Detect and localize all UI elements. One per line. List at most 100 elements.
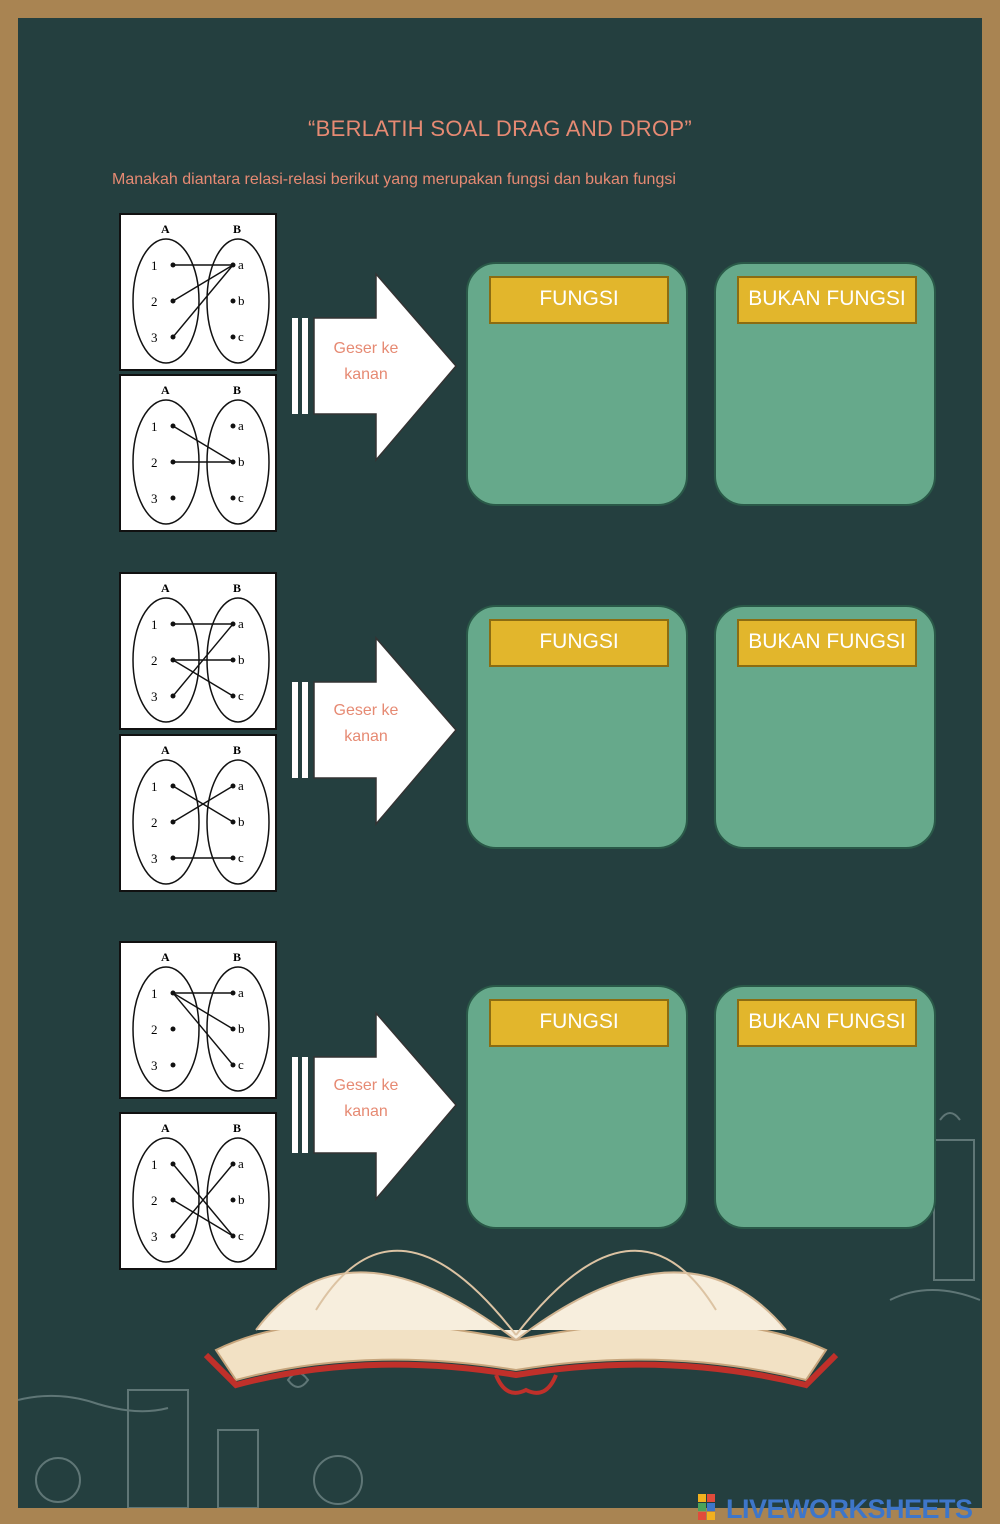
element-dot-b — [230, 423, 236, 429]
set-label-a: A — [161, 743, 170, 757]
element-label-a: 2 — [151, 815, 158, 830]
element-label-b: a — [238, 257, 244, 272]
arrow-diagram: A B 1 2 3 a b c — [132, 383, 270, 525]
element-label-a: 2 — [151, 294, 158, 309]
element-label-b: b — [238, 454, 245, 469]
mapping-line — [172, 1199, 234, 1237]
page-title: “BERLATIH SOAL DRAG AND DROP” — [308, 116, 692, 141]
arrow-label: Geser ke kanan — [318, 1073, 414, 1125]
element-label-a: 2 — [151, 1193, 158, 1208]
set-ellipse-b — [206, 759, 270, 885]
element-label-a: 1 — [151, 1157, 158, 1172]
liveworksheets-icon — [698, 1494, 715, 1520]
element-label-b: c — [238, 490, 244, 505]
set-label-a: A — [161, 1121, 170, 1135]
drop-zone-header: BUKAN FUNGSI — [737, 999, 917, 1047]
open-book-image — [203, 1249, 839, 1395]
mapping-line — [172, 659, 234, 697]
right-arrow-icon — [290, 632, 460, 832]
element-label-b: c — [238, 1228, 244, 1243]
mapping-line — [172, 992, 234, 1030]
set-label-b: B — [233, 383, 241, 397]
set-label-a: A — [161, 383, 170, 397]
element-label-a: 3 — [151, 851, 158, 866]
drop-zone-bukan-fungsi[interactable]: BUKAN FUNGSI — [714, 262, 936, 506]
city-doodle-right — [889, 1112, 981, 1301]
element-label-a: 1 — [151, 258, 158, 273]
set-ellipse-b — [206, 966, 270, 1092]
set-ellipse-a — [132, 238, 200, 364]
right-arrow-icon — [290, 268, 460, 468]
drop-zone-fungsi[interactable]: FUNGSI — [466, 262, 688, 506]
element-label-a: 2 — [151, 653, 158, 668]
set-label-b: B — [233, 1121, 241, 1135]
element-dot-a — [170, 495, 176, 501]
arrow-label-line2: kanan — [344, 366, 388, 383]
set-label-b: B — [233, 222, 241, 236]
element-label-b: b — [238, 814, 245, 829]
element-label-b: a — [238, 985, 244, 1000]
set-ellipse-a — [132, 966, 200, 1092]
arrow-label: Geser ke kanan — [318, 698, 414, 750]
element-label-b: a — [238, 616, 244, 631]
arrow-label-line2: kanan — [344, 728, 388, 745]
drop-zone-fungsi[interactable]: FUNGSI — [466, 985, 688, 1229]
element-label-a: 3 — [151, 491, 158, 506]
arrow-label-line1: Geser ke — [333, 1077, 399, 1094]
drop-zone-header: FUNGSI — [489, 619, 669, 667]
arrow-label-line1: Geser ke — [333, 340, 399, 357]
element-label-b: b — [238, 293, 245, 308]
right-arrow-icon — [290, 1007, 460, 1207]
mapping-line — [172, 425, 234, 463]
set-ellipse-a — [132, 1137, 200, 1263]
element-label-a: 2 — [151, 1022, 158, 1037]
set-label-a: A — [161, 950, 170, 964]
set-label-a: A — [161, 222, 170, 236]
element-dot-b — [230, 495, 236, 501]
element-label-b: a — [238, 778, 244, 793]
instruction-text: Manakah diantara relasi-relasi berikut y… — [112, 171, 676, 188]
drop-zone-header: FUNGSI — [489, 276, 669, 324]
mapping-line — [172, 623, 234, 697]
element-label-b: a — [238, 1156, 244, 1171]
set-label-a: A — [161, 581, 170, 595]
set-label-b: B — [233, 950, 241, 964]
element-label-a: 2 — [151, 455, 158, 470]
mapping-line — [172, 785, 234, 823]
element-label-a: 3 — [151, 1058, 158, 1073]
drop-zone-header: BUKAN FUNGSI — [737, 276, 917, 324]
element-label-a: 3 — [151, 689, 158, 704]
drop-zone-fungsi[interactable]: FUNGSI — [466, 605, 688, 849]
set-ellipse-b — [206, 1137, 270, 1263]
element-label-a: 3 — [151, 1229, 158, 1244]
drop-zone-bukan-fungsi[interactable]: BUKAN FUNGSI — [714, 605, 936, 849]
relation-diagram-card[interactable]: A B 1 2 3 a b c — [119, 374, 277, 532]
arrow-label-line2: kanan — [344, 1103, 388, 1120]
mapping-line — [172, 992, 234, 1066]
mapping-line — [172, 264, 234, 302]
mapping-line — [172, 1163, 234, 1237]
element-label-b: c — [238, 1057, 244, 1072]
set-ellipse-a — [132, 759, 200, 885]
element-label-a: 1 — [151, 419, 158, 434]
element-dot-b — [230, 334, 236, 340]
element-label-b: a — [238, 418, 244, 433]
element-label-b: b — [238, 1021, 245, 1036]
drop-zone-bukan-fungsi[interactable]: BUKAN FUNGSI — [714, 985, 936, 1229]
element-dot-b — [230, 1197, 236, 1203]
element-label-b: b — [238, 652, 245, 667]
drop-zone-header: BUKAN FUNGSI — [737, 619, 917, 667]
element-label-b: c — [238, 850, 244, 865]
element-label-a: 3 — [151, 330, 158, 345]
city-doodle-left — [18, 1372, 363, 1508]
element-label-a: 1 — [151, 617, 158, 632]
element-label-b: c — [238, 688, 244, 703]
